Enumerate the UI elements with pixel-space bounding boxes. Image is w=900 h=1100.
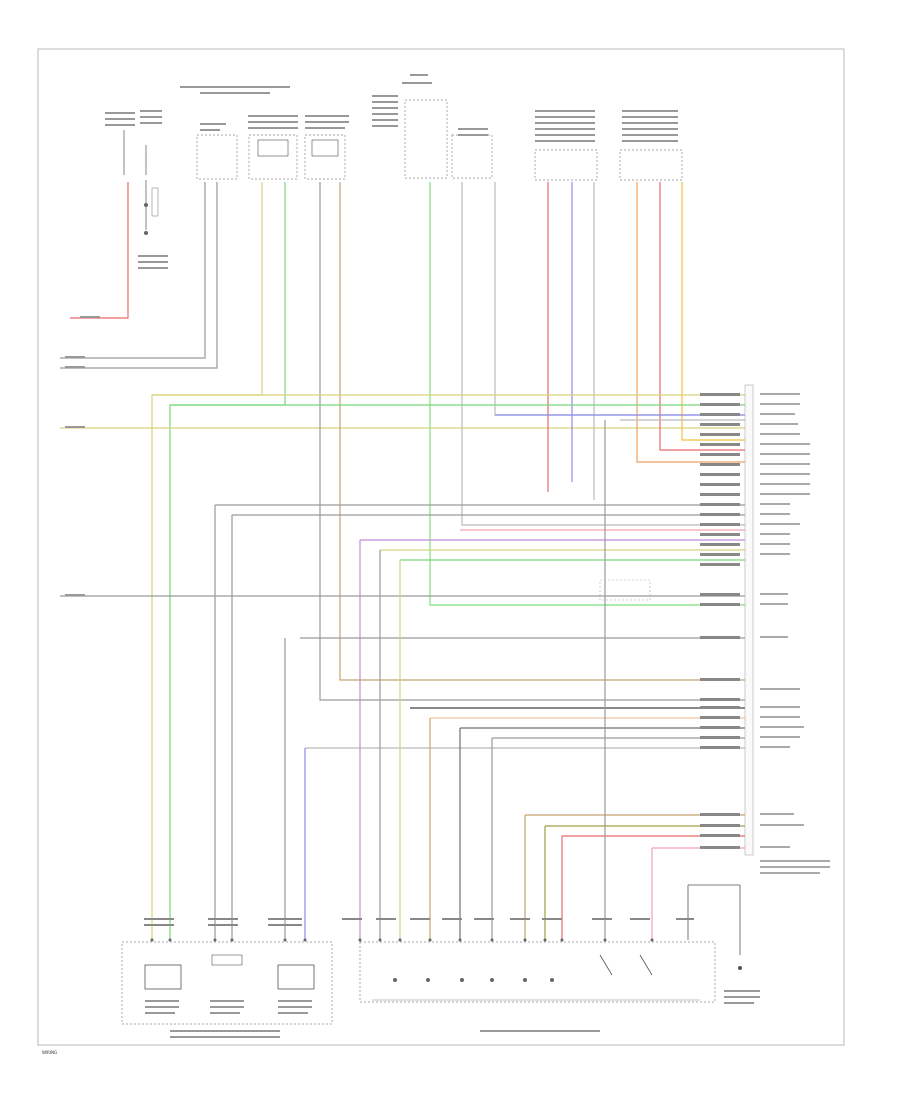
seat-control-unit [121,941,333,1025]
bottom-components [121,884,760,1038]
top-vertical-wires [60,182,745,940]
diagram-border [37,48,845,1046]
inline-module [599,579,651,601]
horizontal-bus [60,394,745,849]
right-connector [700,384,830,874]
top-components [105,74,683,269]
vertical-drops [214,420,653,940]
corner-label: WIRING [42,1050,57,1055]
left-labels [65,316,100,596]
switch-unit [359,941,716,1003]
